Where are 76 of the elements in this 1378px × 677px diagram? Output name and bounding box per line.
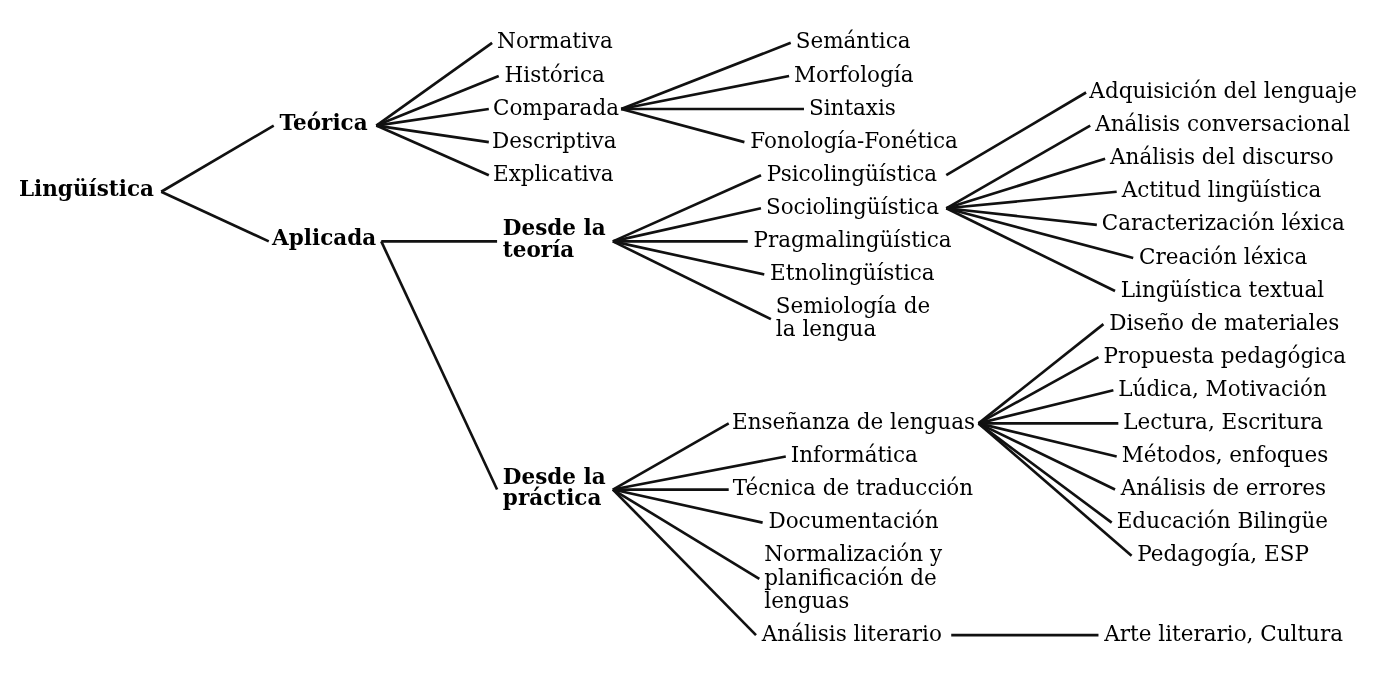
node-text: Creación léxica (1139, 243, 1308, 269)
connector (977, 322, 1105, 424)
node-text: Lingüística textual (1120, 276, 1325, 302)
connector (945, 156, 1106, 210)
node-text: Comparada (492, 94, 619, 120)
node-text: Normativa (497, 27, 613, 53)
connector (977, 421, 1133, 557)
node-text: Actitud lingüística (1121, 176, 1322, 202)
node-text: Lectura, Escritura (1123, 408, 1324, 434)
connector (945, 206, 1116, 292)
connector (160, 190, 270, 243)
connector (375, 74, 500, 127)
node-text: Semiología de la lengua (775, 292, 931, 341)
node-text: Pragmalingüística (753, 226, 952, 252)
node-text: Caracterización léxica (1101, 209, 1345, 235)
node-text: Explicativa (492, 160, 614, 186)
connector (612, 487, 729, 491)
node-text: Diseño de materiales (1109, 309, 1340, 335)
node-text: Análisis conversacional (1095, 110, 1351, 136)
connector (978, 388, 1114, 425)
node-text: Educación Bilingüe (1116, 507, 1328, 533)
connector (620, 41, 792, 110)
connector (375, 123, 490, 176)
connector (380, 240, 499, 490)
node-text: Arte literario, Cultura (1104, 620, 1344, 646)
connector (376, 107, 489, 127)
connector (621, 107, 804, 110)
node-text: Adquisición del lenguaje (1089, 77, 1358, 103)
node-text: Desde la teoría (502, 214, 606, 262)
node-text: Descriptiva (492, 127, 617, 153)
node-text: Lingüística (18, 175, 154, 201)
connector (612, 239, 748, 243)
node-text: Sociolingüística (765, 193, 939, 219)
node-text: Análisis del discurso (1110, 143, 1334, 169)
connector (620, 74, 790, 110)
connector (375, 41, 493, 127)
node-text: Lúdica, Motivación (1118, 375, 1327, 401)
node-text: Normalización y planificación de lenguas (764, 540, 943, 613)
connector (611, 488, 757, 636)
node-text: Análisis literario (761, 620, 942, 646)
node-text: Técnica de traducción (732, 474, 974, 500)
connector (977, 355, 1100, 425)
node-text: Análisis de errores (1120, 474, 1327, 500)
connector (612, 239, 772, 320)
connector (612, 487, 760, 580)
node-text: Sintaxis (808, 94, 896, 120)
connector (612, 239, 765, 276)
connector (160, 123, 275, 193)
connector (945, 206, 1134, 259)
connector (612, 487, 763, 524)
connector (945, 123, 1091, 209)
node-text: Informática (790, 441, 918, 467)
node-text: Etnolingüística (770, 259, 935, 285)
connector (376, 123, 489, 143)
node-text: Documentación (768, 507, 939, 533)
connector (945, 90, 1087, 176)
node-text: Enseñanza de lenguas (732, 408, 976, 434)
node-text: Propuesta pedagógica (1103, 342, 1347, 368)
connector (612, 454, 787, 491)
node-text: Métodos, enfoques (1121, 441, 1329, 467)
connector (612, 421, 730, 491)
node-text: Desde la práctica (502, 463, 606, 510)
node-text: Morfología (794, 61, 914, 87)
connector (381, 239, 498, 243)
connector (951, 633, 1099, 636)
connector (620, 107, 745, 143)
node-text: Psicolingüística (766, 160, 938, 186)
node-text: Fonología-Fonética (750, 127, 958, 153)
node-text: Pedagogía, ESP (1137, 540, 1309, 566)
node-text: Aplicada (272, 224, 377, 250)
connector (946, 206, 1097, 226)
connector (612, 173, 762, 243)
node-text: Histórica (504, 61, 605, 87)
node-text: Teórica (279, 109, 368, 135)
connector (612, 206, 762, 243)
node-text: Semántica (795, 27, 911, 53)
